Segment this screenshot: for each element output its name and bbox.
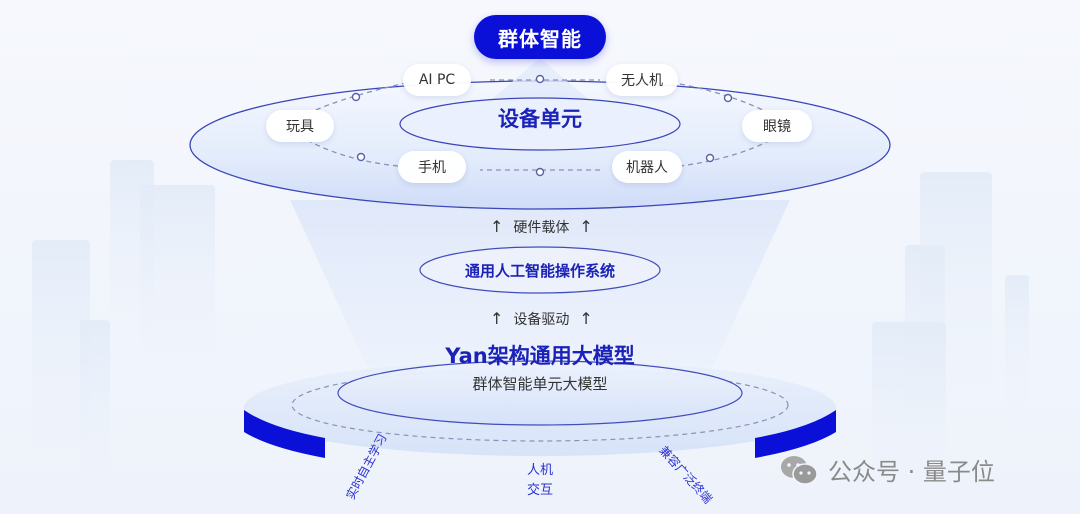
orbit-dot xyxy=(356,152,366,162)
wechat-icon xyxy=(781,455,818,485)
device-ai-pc: AI PC xyxy=(403,64,471,96)
orbit-dot xyxy=(535,167,545,177)
capability-hci: 人机 交互 xyxy=(520,461,560,501)
device-toy: 玩具 xyxy=(266,110,334,142)
device-driver-flow: ↑ 设备驱动 ↑ xyxy=(490,309,593,329)
hardware-carrier-flow: ↑ 硬件载体 ↑ xyxy=(490,217,593,237)
up-arrow-icon: ↑ xyxy=(490,309,504,328)
model-title: Yan架构通用大模型 xyxy=(445,344,635,368)
device-robot: 机器人 xyxy=(612,151,682,183)
device-driver-label: 设备驱动 xyxy=(513,312,570,328)
up-arrow-icon: ↑ xyxy=(579,309,593,328)
device-glasses: 眼镜 xyxy=(742,110,812,142)
model-subtitle: 群体智能单元大模型 xyxy=(472,374,608,393)
hci-line2: 交互 xyxy=(526,483,553,498)
watermark: 公众号 · 量子位 xyxy=(780,452,995,487)
hardware-carrier-label: 硬件载体 xyxy=(513,220,570,236)
funnel-body xyxy=(290,200,790,395)
hci-line1: 人机 xyxy=(526,463,553,478)
os-label: 通用人工智能操作系统 xyxy=(464,261,615,280)
orbit-dot xyxy=(723,93,733,103)
watermark-text: 公众号 · 量子位 xyxy=(828,458,995,486)
up-arrow-icon: ↑ xyxy=(579,217,593,236)
up-arrow-icon: ↑ xyxy=(490,217,504,236)
orbit-dot xyxy=(705,153,715,163)
device-phone: 手机 xyxy=(398,151,466,183)
orbit-dot xyxy=(351,92,361,102)
device-drone: 无人机 xyxy=(606,64,678,96)
orbit-dot xyxy=(535,74,545,84)
swarm-intelligence-title: 群体智能 xyxy=(474,15,606,59)
device-unit-label: 设备单元 xyxy=(498,107,582,131)
